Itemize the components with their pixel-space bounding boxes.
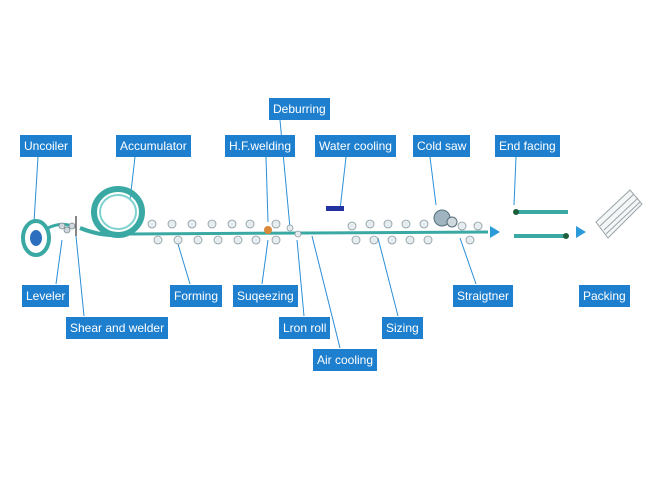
accumulator-machine	[79, 186, 145, 238]
forming-rolls	[147, 219, 261, 245]
flow-arrow-1	[490, 226, 500, 238]
water-cooling-unit	[326, 206, 344, 211]
sizing-rolls	[347, 219, 433, 245]
label-leveler: Leveler	[22, 285, 70, 307]
label-cold-saw: Cold saw	[413, 135, 471, 157]
leveler-rolls	[58, 216, 77, 236]
pipe-line	[129, 230, 489, 236]
label-water-cooling: Water cooling	[315, 135, 396, 157]
cold-saw-unit	[433, 209, 483, 245]
label-accumulator: Accumulator	[116, 135, 191, 157]
label-deburring: Deburring	[269, 98, 330, 120]
label-air-cooling: Air cooling	[313, 349, 378, 371]
label-end-facing: End facing	[495, 135, 560, 157]
pipe-bundle	[595, 189, 643, 239]
label-packing: Packing	[579, 285, 630, 307]
flow-arrow-2	[576, 226, 586, 238]
label-straightener: Straigtner	[453, 285, 514, 307]
welding-unit	[264, 219, 302, 245]
end-facing-pipes	[513, 209, 569, 239]
label-uncoiler: Uncoiler	[20, 135, 73, 157]
label-forming: Forming	[170, 285, 223, 307]
label-iron-roll: Lron roll	[279, 317, 331, 339]
label-shear-welder: Shear and welder	[66, 317, 169, 339]
label-sizing: Sizing	[382, 317, 423, 339]
label-squeezing: Suqeezing	[233, 285, 298, 307]
label-hf-welding: H.F.welding	[225, 135, 296, 157]
